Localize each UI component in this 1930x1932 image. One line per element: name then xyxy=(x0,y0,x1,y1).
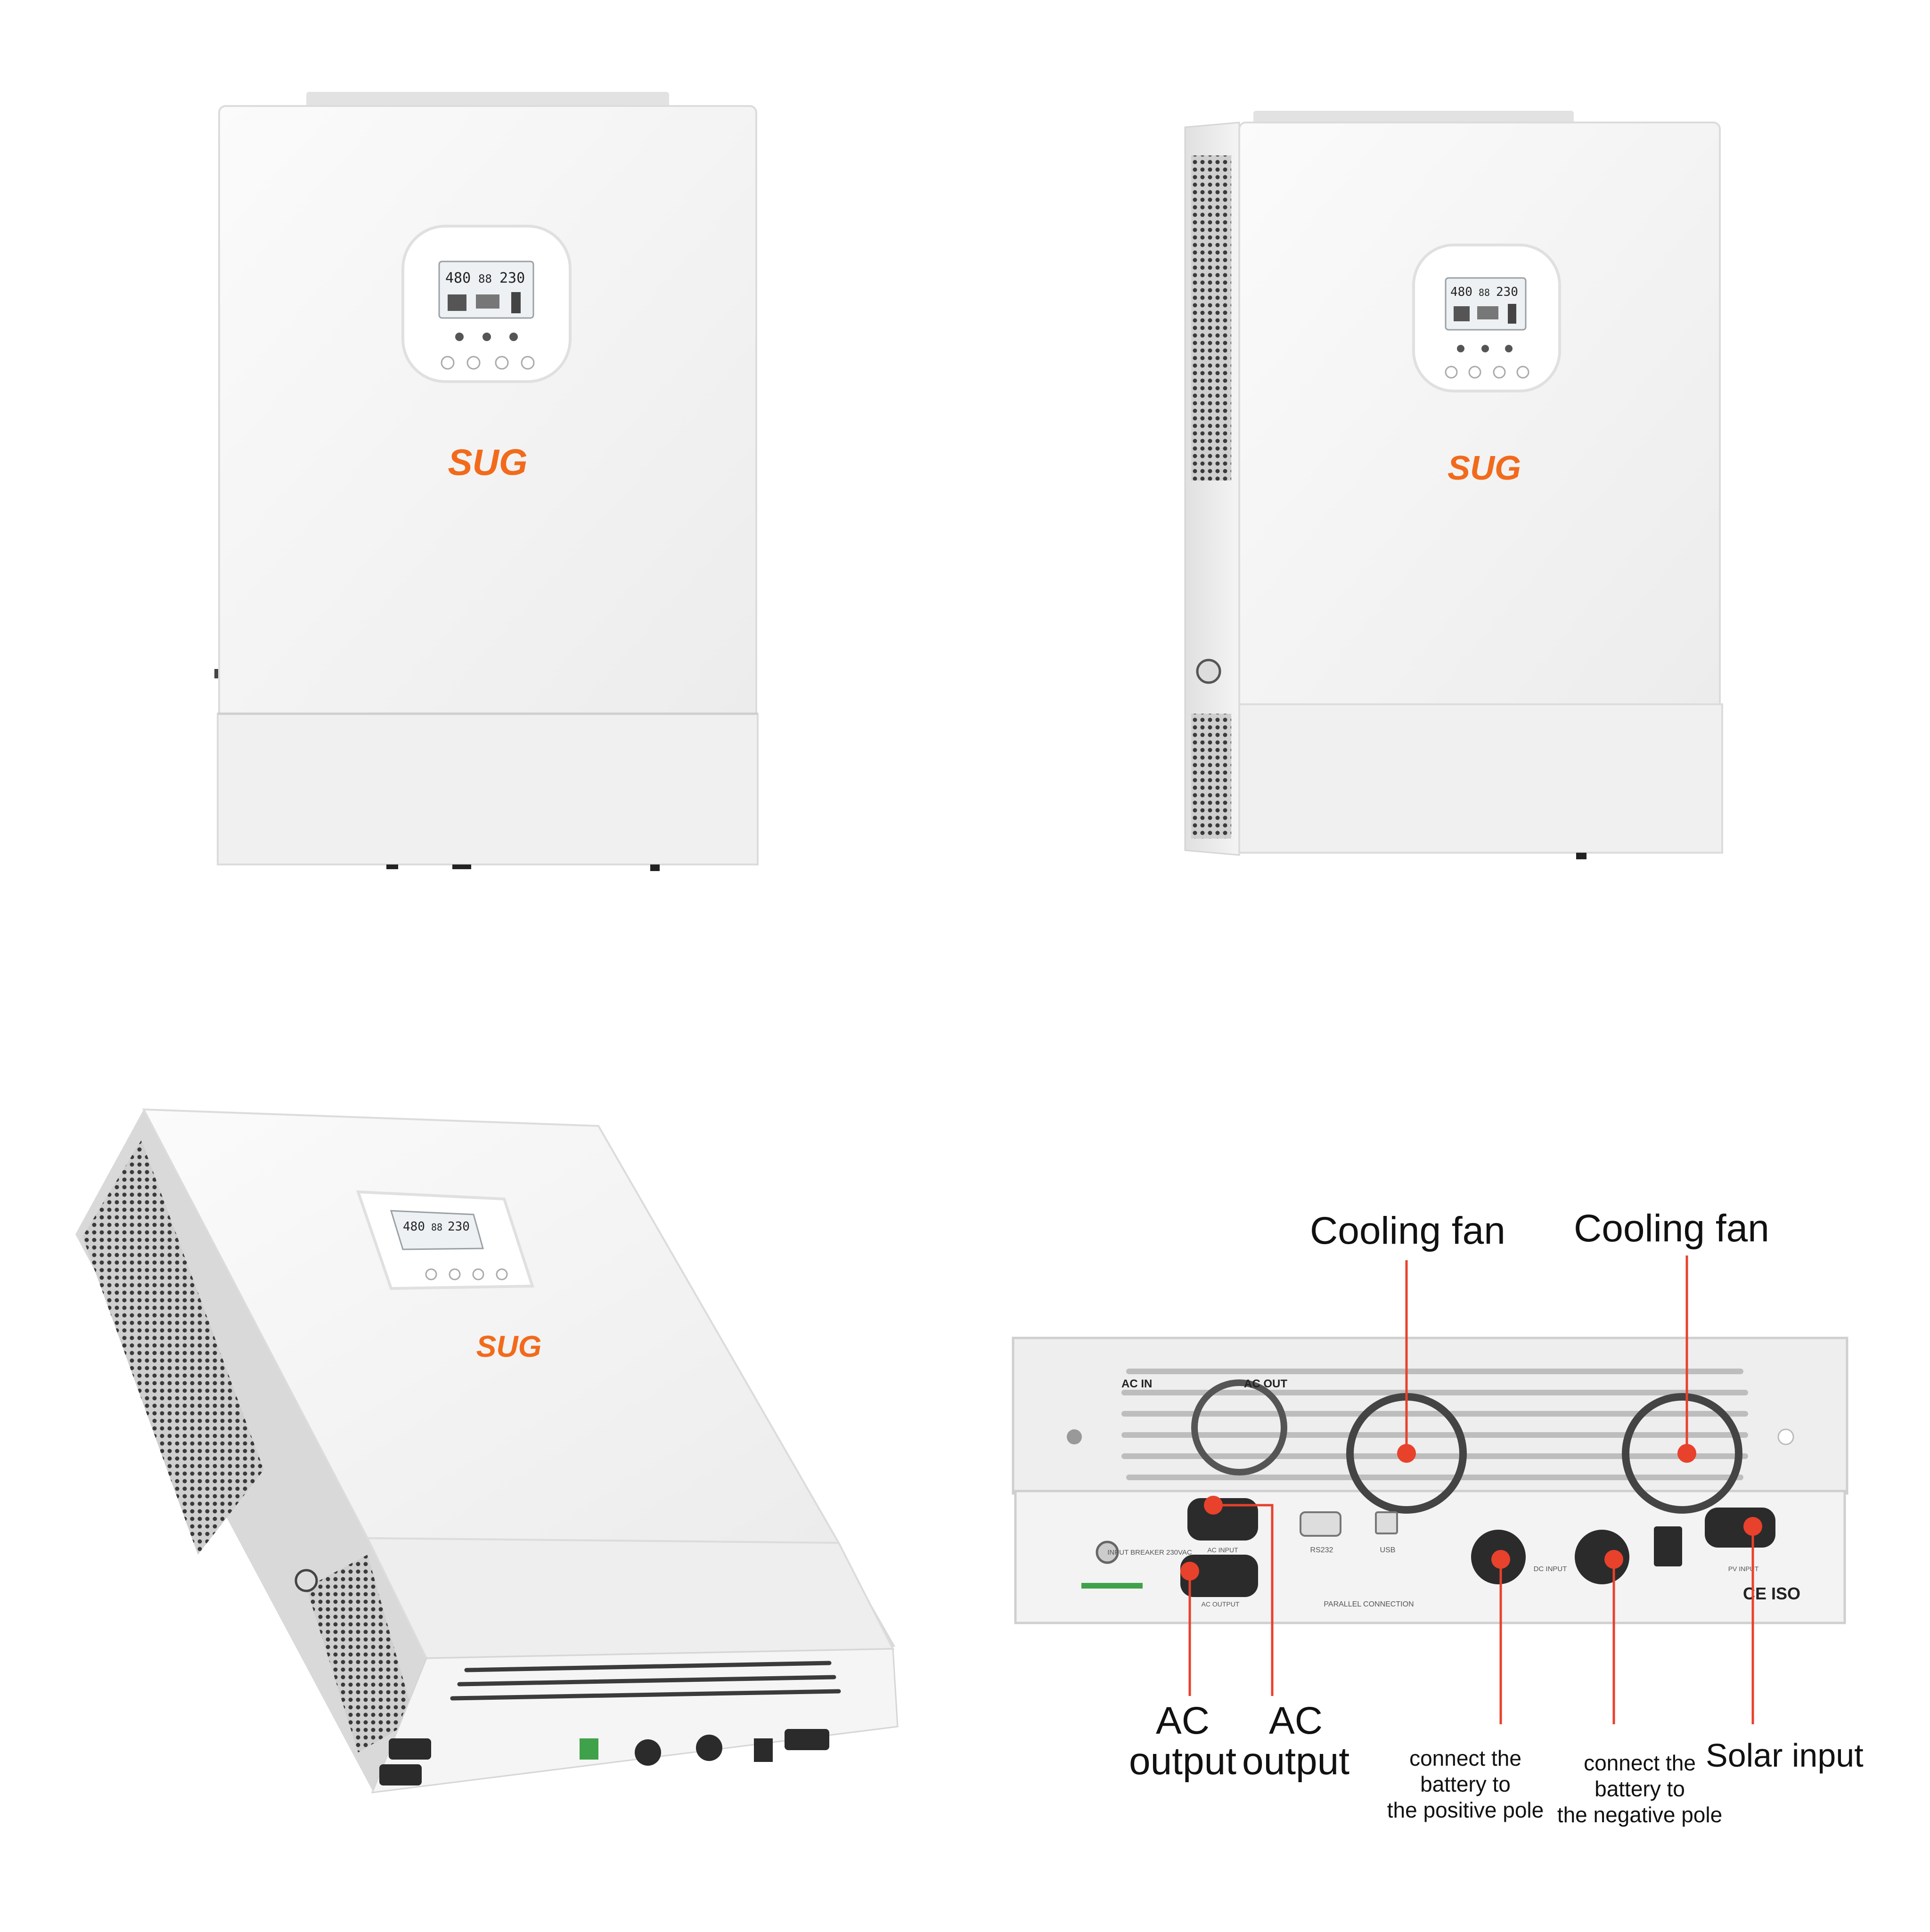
angled-side-view: 480 88 230 SUG xyxy=(1184,111,1723,859)
callout-cooling-fan-2: Cooling fan xyxy=(1574,1207,1769,1250)
callout-ac-output-2-line2: output xyxy=(1242,1740,1349,1783)
button-enter-2[interactable] xyxy=(1516,366,1529,379)
marking-input-breaker: INPUT BREAKER 230VAC xyxy=(1107,1549,1192,1557)
callout-battery-negative-line1: connect the xyxy=(1584,1751,1696,1775)
callout-battery-positive-line3: the positive pole xyxy=(1387,1798,1544,1823)
button-esc-2[interactable] xyxy=(1445,366,1458,379)
front-lower-panel xyxy=(217,713,759,865)
side-vent-lower xyxy=(1191,714,1231,839)
usb-port xyxy=(1375,1511,1398,1534)
perspective-dc-pos xyxy=(635,1739,661,1766)
callout-battery-positive-line1: connect the xyxy=(1409,1746,1521,1770)
port-face xyxy=(371,1648,899,1793)
port-face-vents xyxy=(450,1661,841,1701)
perspective-dc-neg xyxy=(696,1735,722,1761)
led-fault xyxy=(509,333,518,341)
marking-cert: CE ISO xyxy=(1743,1584,1800,1603)
led-ac xyxy=(455,333,464,341)
lcd-mid-value: 88 xyxy=(478,272,492,285)
front-lower-perspective xyxy=(366,1537,895,1660)
callout-lines xyxy=(1188,1255,1754,1724)
marking-rs232: RS232 xyxy=(1310,1546,1333,1554)
callout-battery-positive-line2: battery to xyxy=(1420,1772,1511,1797)
lcd-right-value-2: 230 xyxy=(1496,285,1518,299)
button-esc[interactable] xyxy=(441,356,455,370)
marking-pv-input: PV INPUT xyxy=(1728,1565,1759,1573)
callout-ac-output-2-line1: AC xyxy=(1269,1699,1323,1742)
ac-output-port xyxy=(1180,1555,1258,1597)
marking-ac-out: AC OUT xyxy=(1244,1378,1287,1390)
front-cover xyxy=(218,105,757,719)
perspective-vent-lower xyxy=(306,1555,415,1753)
marking-parallel: PARALLEL CONNECTION xyxy=(1324,1600,1414,1608)
callout-solar-input: Solar input xyxy=(1706,1737,1864,1774)
led-charge xyxy=(482,333,491,341)
perspective-top-view: 480 88 230 SUG xyxy=(75,1108,899,1793)
callout-ac-output-1: AC output xyxy=(1121,1699,1244,1783)
screw-right xyxy=(1777,1428,1794,1445)
perspective-lcd xyxy=(390,1210,484,1250)
callout-battery-negative-line2: battery to xyxy=(1595,1777,1685,1802)
callout-ac-output-1-line2: output xyxy=(1129,1740,1236,1783)
perspective-pv-port xyxy=(785,1729,829,1750)
perspective-lcd-right: 230 xyxy=(448,1220,470,1234)
lcd-right-value: 230 xyxy=(499,270,525,286)
perspective-lcd-left: 480 xyxy=(403,1220,425,1234)
callout-dots xyxy=(1180,1444,1762,1581)
button-up-2[interactable] xyxy=(1468,366,1481,379)
rs232-port xyxy=(1300,1511,1341,1537)
lcd-left-value-2: 480 xyxy=(1450,285,1472,299)
bottom-panel-view: AC IN AC OUT INPUT BREAKER 230VAC AC INP… xyxy=(1012,1255,1848,1724)
pv-input-port xyxy=(1705,1508,1775,1548)
button-enter[interactable] xyxy=(521,356,535,370)
perspective-port-1 xyxy=(389,1738,431,1760)
lcd-mid-value-2: 88 xyxy=(1479,287,1490,298)
cooling-fan-2 xyxy=(1622,1393,1742,1514)
marking-ac-input: AC INPUT xyxy=(1207,1546,1238,1554)
brand-logo-2: SUG xyxy=(1448,449,1521,487)
perspective-brand-logo: SUG xyxy=(476,1329,542,1363)
callout-ac-output-2: AC output xyxy=(1235,1699,1357,1783)
side-knob xyxy=(1196,659,1221,684)
perspective-port-2 xyxy=(379,1764,422,1785)
input-breaker[interactable] xyxy=(1096,1541,1119,1564)
power-switch[interactable] xyxy=(1654,1526,1682,1566)
button-down[interactable] xyxy=(495,356,509,370)
perspective-lcd-mid: 88 xyxy=(431,1222,442,1233)
panel-lower xyxy=(1014,1490,1846,1624)
dc-negative-terminal xyxy=(1575,1530,1629,1584)
marking-usb: USB xyxy=(1380,1546,1396,1554)
perspective-vent-upper xyxy=(82,1140,264,1555)
fan-ac-side xyxy=(1191,1379,1287,1475)
lcd-left-value: 480 xyxy=(445,270,471,286)
front-view: 480 88 230 SUG xyxy=(214,92,759,871)
callout-ac-output-1-line1: AC xyxy=(1156,1699,1210,1742)
marking-dc-input: DC INPUT xyxy=(1534,1565,1567,1573)
button-down-2[interactable] xyxy=(1493,366,1506,379)
front-cover-2 xyxy=(1238,122,1721,710)
brand-logo: SUG xyxy=(448,441,527,483)
marking-ac-in: AC IN xyxy=(1121,1378,1152,1390)
perspective-knob xyxy=(294,1569,318,1592)
button-up[interactable] xyxy=(466,356,481,370)
screw-left xyxy=(1067,1429,1082,1444)
callout-battery-negative-line3: the negative pole xyxy=(1557,1802,1723,1827)
marking-ac-output: AC OUTPUT xyxy=(1202,1600,1240,1608)
callout-battery-positive: connect the battery to the positive pole xyxy=(1381,1745,1550,1824)
lower-panel-2 xyxy=(1238,703,1723,854)
callout-cooling-fan-1: Cooling fan xyxy=(1310,1209,1505,1252)
callout-battery-negative: connect the battery to the negative pole xyxy=(1555,1750,1725,1828)
side-vent-upper xyxy=(1191,155,1231,481)
